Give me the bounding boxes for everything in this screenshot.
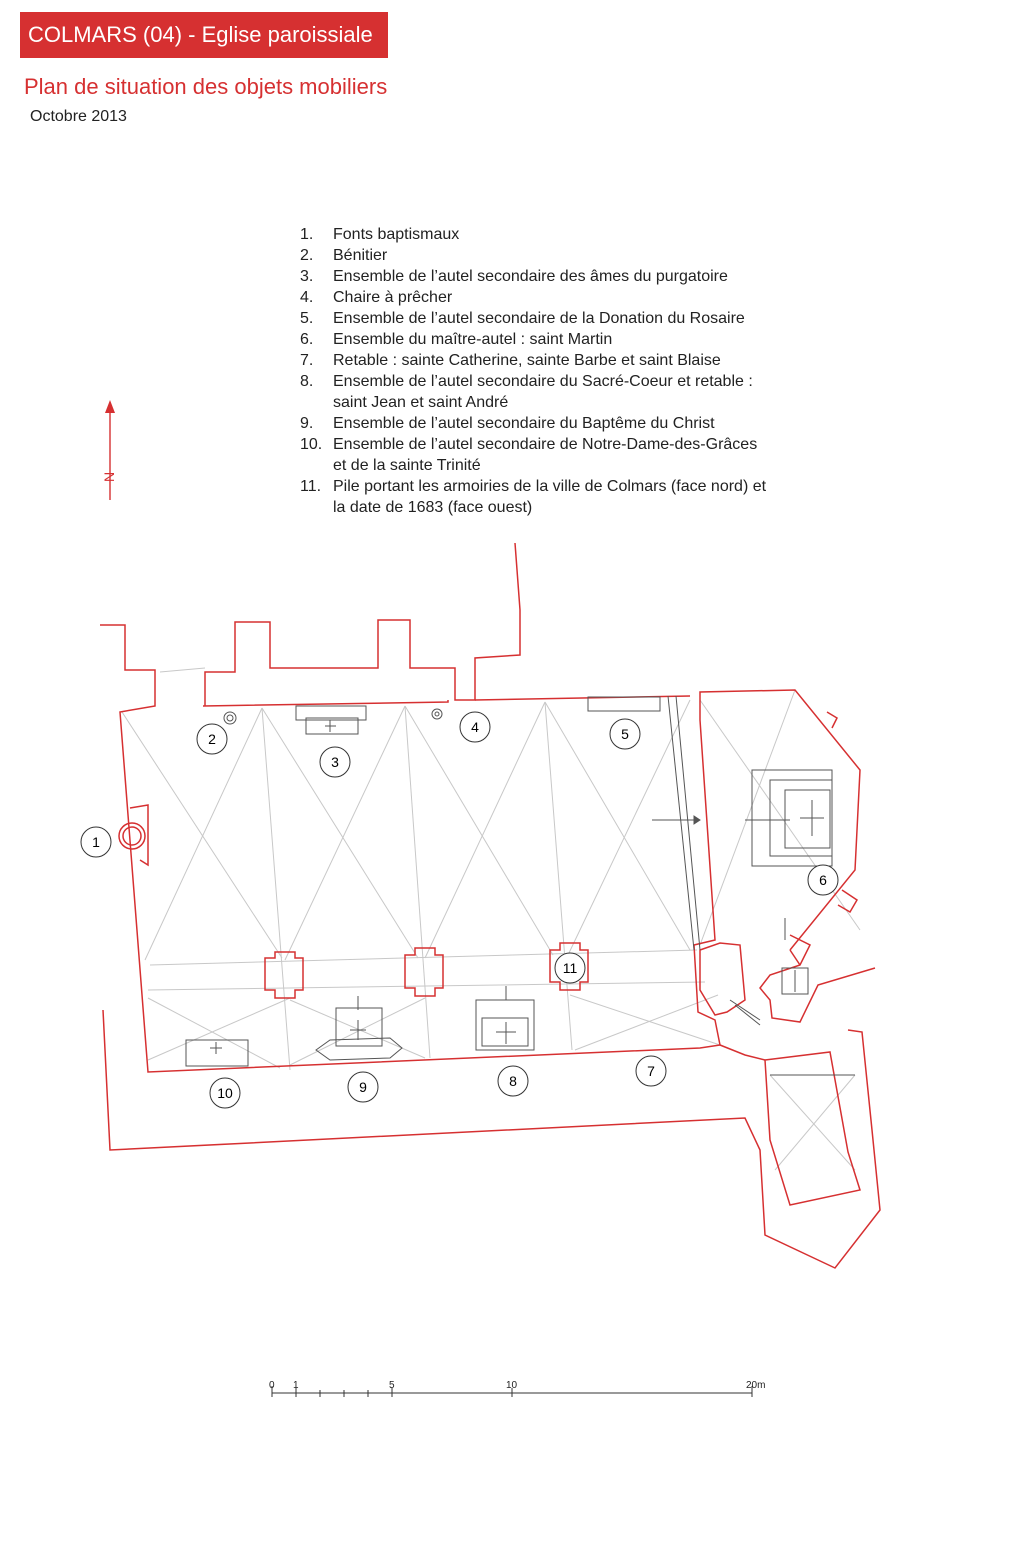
scale-label-5: 5	[389, 1380, 395, 1391]
page-title: COLMARS (04) - Eglise paroissiale	[28, 22, 373, 47]
legend-item: 8.Ensemble de l’autel secondaire du Sacr…	[300, 373, 753, 411]
marker-6: 6	[807, 864, 839, 896]
title-banner: COLMARS (04) - Eglise paroissiale	[20, 12, 388, 58]
north-label: N	[101, 472, 117, 482]
legend-item: 7.Retable : sainte Catherine, sainte Bar…	[300, 352, 721, 369]
legend-item: 5.Ensemble de l’autel secondaire de la D…	[300, 310, 745, 327]
scale-label-0: 0	[269, 1380, 275, 1391]
object-legend: 1.Fonts baptismaux 2.Bénitier 3.Ensemble…	[300, 224, 773, 518]
marker-7: 7	[635, 1055, 667, 1087]
marker-4: 4	[459, 711, 491, 743]
legend-item: 4.Chaire à prêcher	[300, 289, 453, 306]
legend-item: 9.Ensemble de l’autel secondaire du Bapt…	[300, 415, 715, 432]
legend-item: 10.Ensemble de l’autel secondaire de Not…	[300, 436, 758, 474]
plan-date: Octobre 2013	[30, 108, 127, 125]
svg-text:11: 11	[563, 960, 578, 976]
svg-text:3: 3	[331, 754, 339, 770]
svg-text:9: 9	[359, 1079, 367, 1095]
scale-label-20m: 20m	[746, 1380, 766, 1391]
legend-item: 1.Fonts baptismaux	[300, 226, 460, 243]
scale-bar	[271, 1386, 753, 1397]
svg-text:7: 7	[647, 1063, 655, 1079]
legend-item: 6.Ensemble du maître-autel : saint Marti…	[300, 331, 613, 348]
legend-item: 3.Ensemble de l’autel secondaire des âme…	[300, 268, 728, 285]
marker-9: 9	[347, 1071, 379, 1103]
church-walls	[100, 542, 881, 1269]
svg-text:4: 4	[471, 719, 479, 735]
furniture-outlines	[185, 695, 855, 1076]
marker-11: 11	[554, 952, 586, 984]
marker-3: 3	[319, 746, 351, 778]
marker-2: 2	[196, 723, 228, 755]
scale-label-10: 10	[506, 1380, 518, 1391]
marker-5: 5	[609, 718, 641, 750]
marker-10: 10	[209, 1077, 241, 1109]
vault-lines	[121, 667, 861, 1171]
svg-text:1: 1	[92, 834, 100, 850]
object-markers: 1 2 3 4 5 6 7 8 9 10 11	[80, 711, 839, 1109]
plan-subtitle: Plan de situation des objets mobiliers	[24, 74, 388, 99]
north-arrow-icon: N	[101, 400, 117, 500]
svg-text:10: 10	[217, 1085, 233, 1101]
svg-text:5: 5	[621, 726, 629, 742]
svg-text:2: 2	[208, 731, 216, 747]
legend-item: 11.Pile portant les armoiries de la vill…	[300, 478, 767, 516]
marker-1: 1	[80, 826, 112, 858]
scale-label-1: 1	[293, 1380, 299, 1391]
svg-text:8: 8	[509, 1073, 517, 1089]
legend-item: 2.Bénitier	[300, 247, 388, 264]
svg-text:6: 6	[819, 872, 827, 888]
marker-8: 8	[497, 1065, 529, 1097]
